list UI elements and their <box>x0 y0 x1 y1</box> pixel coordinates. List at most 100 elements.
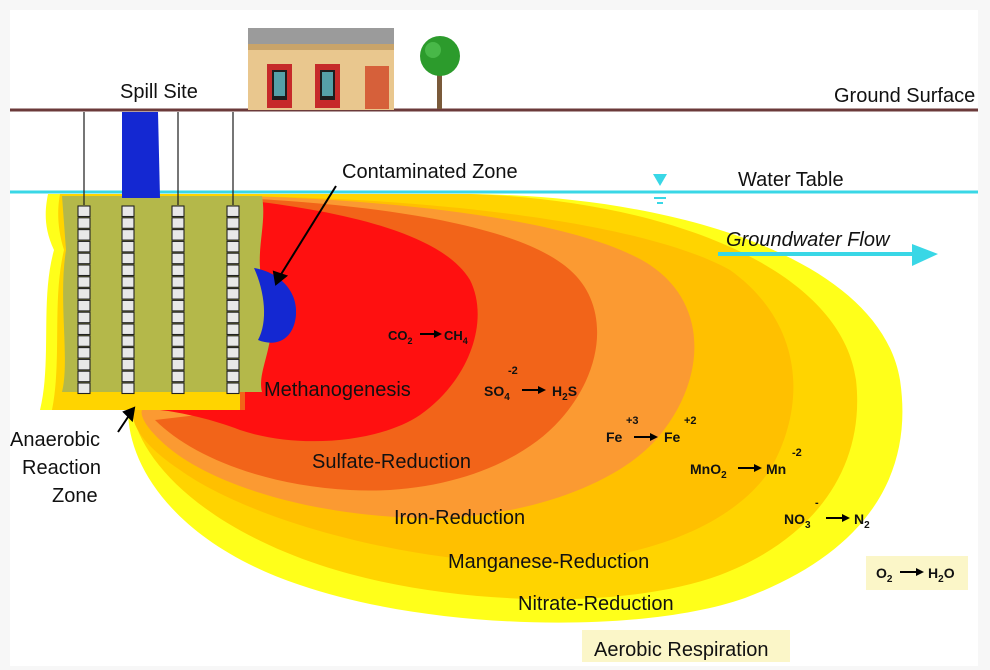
reaction-so4-h2s: SO4 -2 H2S <box>484 365 577 403</box>
well-screen-segment <box>226 358 240 371</box>
well-screen-segment <box>121 382 135 395</box>
anaerobic-reaction-zone <box>62 196 272 392</box>
well-screen-segment <box>226 311 240 324</box>
leader-lines <box>117 185 337 433</box>
well-screen-segment <box>77 358 91 371</box>
well-screen-segment <box>121 358 135 371</box>
well-screen-segment <box>121 252 135 265</box>
groundwater-flow-arrow-icon <box>718 244 938 266</box>
aerobic-respiration-label: Aerobic Respiration <box>594 639 769 661</box>
reaction-arrow-icon <box>738 464 762 472</box>
well-screen-segment <box>171 299 185 312</box>
methanogenesis-label: Methanogenesis <box>264 379 411 401</box>
well-screen-segment <box>171 311 185 324</box>
svg-text:H2O: H2O <box>928 565 955 585</box>
well-screen-segment <box>77 217 91 229</box>
contaminated-zone-blob <box>254 268 297 343</box>
well-screen-segment <box>226 276 240 288</box>
well-screen-segment <box>121 276 135 288</box>
well-screen-segment <box>121 264 135 277</box>
well-screen-segment <box>171 358 185 371</box>
ground-surface-label: Ground Surface <box>834 85 975 107</box>
well-screen-segment <box>77 288 91 300</box>
svg-text:+2: +2 <box>684 415 697 427</box>
svg-text:N2: N2 <box>854 511 870 531</box>
well-screen-segment <box>171 347 185 359</box>
well-screen-segment <box>77 323 91 336</box>
well-screen-segment <box>226 370 240 383</box>
well-screen-segment <box>121 335 135 347</box>
reaction-arrow-icon <box>900 568 924 576</box>
well-screen-segment <box>171 276 185 288</box>
spill-source <box>122 112 160 198</box>
reaction-o2-h2o: O2 H2O <box>876 565 955 585</box>
well-screen-segment <box>77 240 91 253</box>
well-screens <box>77 205 240 395</box>
water-table-label: Water Table <box>738 169 844 191</box>
well-screen-segment <box>171 382 185 395</box>
svg-text:CH4: CH4 <box>444 328 468 346</box>
reaction-no3-n2: NO3 - N2 <box>784 497 870 531</box>
reaction-mno2-mn: MnO2 Mn -2 <box>690 447 802 481</box>
well-screen-segment <box>77 299 91 312</box>
well-screen-segment <box>77 252 91 265</box>
svg-text:NO3: NO3 <box>784 511 811 531</box>
svg-text:O2: O2 <box>876 565 893 585</box>
well-screen-segment <box>226 264 240 277</box>
well-screen-segment <box>121 205 135 218</box>
svg-text:-2: -2 <box>792 447 802 459</box>
well-screen-segment <box>171 252 185 265</box>
well-screen-segment <box>226 323 240 336</box>
svg-text:Fe: Fe <box>664 429 681 445</box>
plume-diagram: Spill Site Ground Surface Contaminated Z… <box>10 28 978 662</box>
well-screen-segment <box>121 299 135 312</box>
building-icon <box>248 28 394 110</box>
well-screen-segment <box>121 288 135 300</box>
contaminated-zone-label: Contaminated Zone <box>342 161 518 183</box>
sulfate-reduction-label: Sulfate-Reduction <box>312 451 471 473</box>
well-screen-segment <box>77 370 91 383</box>
well-screen-segment <box>171 264 185 277</box>
well-screen-segment <box>77 264 91 277</box>
svg-text:-: - <box>815 497 819 509</box>
svg-text:Mn: Mn <box>766 461 786 477</box>
well-screen-segment <box>121 229 135 241</box>
well-screen-segment <box>226 229 240 241</box>
water-table-symbol-icon <box>653 174 667 204</box>
well-screen-segment <box>77 335 91 347</box>
zone-methanogenesis <box>160 200 478 442</box>
manganese-reduction-label: Manganese-Reduction <box>448 551 649 573</box>
svg-text:+3: +3 <box>626 415 639 427</box>
well-screen-segment <box>171 323 185 336</box>
well-screen-segment <box>77 311 91 324</box>
svg-text:CO2: CO2 <box>388 328 413 346</box>
well-screen-segment <box>121 323 135 336</box>
well-screen-segment <box>77 229 91 241</box>
groundwater-flow-label: Groundwater Flow <box>726 229 891 251</box>
well-screen-segment <box>171 288 185 300</box>
svg-text:H2S: H2S <box>552 383 577 403</box>
well-screen-segment <box>121 217 135 229</box>
well-screen-segment <box>121 311 135 324</box>
well-screen-segment <box>77 382 91 395</box>
reaction-co2-ch4: CO2 CH4 <box>388 328 468 346</box>
anaerobic-label-line2: Reaction <box>22 457 101 479</box>
well-screen-segment <box>226 288 240 300</box>
well-screen-segment <box>121 347 135 359</box>
svg-text:-2: -2 <box>508 365 518 377</box>
well-screen-segment <box>226 299 240 312</box>
well-screen-segment <box>226 240 240 253</box>
svg-text:Fe: Fe <box>606 429 623 445</box>
well-screen-segment <box>171 217 185 229</box>
aerobic-label-bg <box>582 630 790 662</box>
reaction-fe3-fe2: Fe +3 Fe +2 <box>606 415 697 445</box>
reaction-arrow-icon <box>420 330 442 338</box>
well-screen-segment <box>171 240 185 253</box>
well-screen-segment <box>226 382 240 395</box>
well-screen-segment <box>226 335 240 347</box>
diagram-panel: Spill Site Ground Surface Contaminated Z… <box>10 10 978 666</box>
well-screen-segment <box>77 205 91 218</box>
well-screen-segment <box>226 347 240 359</box>
spill-site-label: Spill Site <box>120 81 198 103</box>
